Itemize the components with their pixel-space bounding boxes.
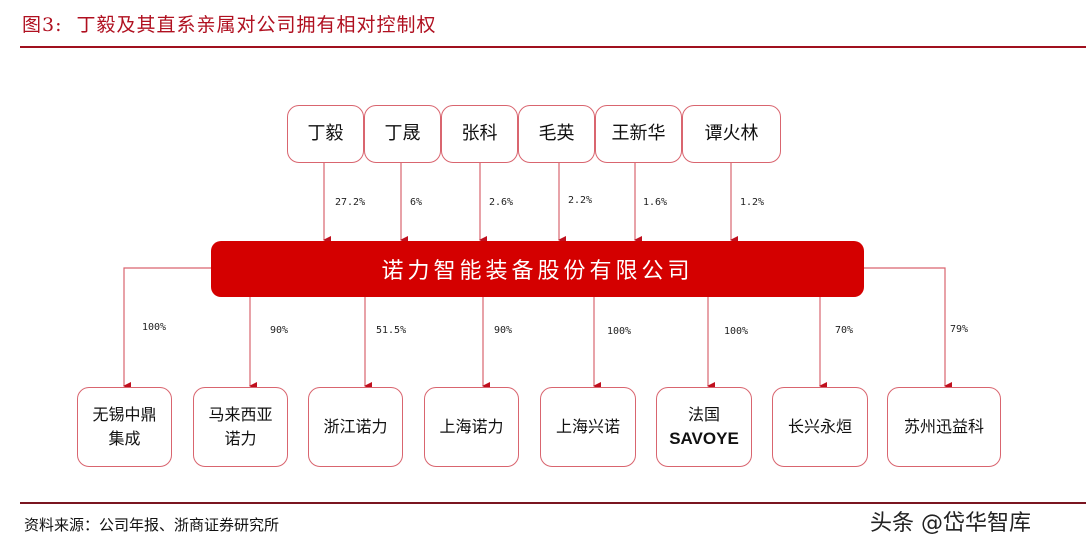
shareholder-name: 王新华 xyxy=(611,123,666,144)
stake-label: 27.2% xyxy=(335,197,366,208)
shareholder-box: 张科 xyxy=(441,105,518,163)
stake-label: 90% xyxy=(494,325,513,336)
stake-label: 1.6% xyxy=(643,197,668,208)
shareholder-name: 毛英 xyxy=(538,123,575,144)
shareholder-box: 谭火林 xyxy=(682,105,781,163)
shareholder-name: 谭火林 xyxy=(704,123,759,144)
subsidiary-name-line1: 苏州迅益科 xyxy=(903,417,984,436)
shareholder-box: 丁毅 xyxy=(287,105,364,163)
company-box: 诺力智能装备股份有限公司 xyxy=(211,241,864,297)
stake-label: 51.5% xyxy=(376,325,407,336)
subsidiary-box: 苏州迅益科 xyxy=(887,387,1001,467)
subsidiary-name-line1: 马来西亚 xyxy=(208,405,273,424)
subsidiary-box: 长兴永烜 xyxy=(772,387,868,467)
shareholder-name: 丁毅 xyxy=(307,123,344,144)
subsidiary-box: 上海兴诺 xyxy=(540,387,636,467)
footer-divider xyxy=(20,502,1086,504)
shareholder-box: 王新华 xyxy=(595,105,682,163)
shareholder-box: 毛英 xyxy=(518,105,595,163)
subsidiary-box: 无锡中鼎集成 xyxy=(77,387,172,467)
figure-title: 图3: 丁毅及其直系亲属对公司拥有相对控制权 xyxy=(22,10,437,37)
subsidiary-name-line2: 诺力 xyxy=(224,429,257,448)
subsidiary-name-line1: 浙江诺力 xyxy=(323,417,388,436)
source-note: 资料来源：公司年报、浙商证券研究所 xyxy=(24,516,280,534)
subsidiary-name-line2: SAVOYE xyxy=(669,429,739,448)
subsidiary-name-line1: 法国 xyxy=(687,405,720,424)
stake-label: 100% xyxy=(607,326,632,337)
stake-label: 79% xyxy=(950,324,969,335)
watermark: 头条 @岱华智库 xyxy=(870,511,1031,536)
stake-label: 100% xyxy=(142,322,167,333)
stake-label: 6% xyxy=(410,197,423,208)
subsidiary-name-line1: 长兴永烜 xyxy=(787,417,852,436)
subsidiary-box: 浙江诺力 xyxy=(308,387,403,467)
stake-label: 70% xyxy=(835,325,854,336)
shareholder-name: 张科 xyxy=(461,123,498,144)
subsidiary-name-line1: 上海诺力 xyxy=(439,417,504,436)
subsidiary-box: 马来西亚诺力 xyxy=(193,387,288,467)
stake-label: 2.2% xyxy=(568,195,593,206)
stake-label: 1.2% xyxy=(740,197,765,208)
title-divider xyxy=(20,46,1086,48)
company-name: 诺力智能装备股份有限公司 xyxy=(381,259,694,284)
stake-label: 100% xyxy=(724,326,749,337)
shareholder-box: 丁晟 xyxy=(364,105,441,163)
subsidiary-name-line2: 集成 xyxy=(108,429,141,448)
subsidiary-box: 法国 SAVOYE xyxy=(656,387,752,467)
stake-label: 90% xyxy=(270,325,289,336)
shareholder-name: 丁晟 xyxy=(384,123,421,144)
figure-title-text: 丁毅及其直系亲属对公司拥有相对控制权 xyxy=(76,14,437,36)
subsidiary-name-line1: 无锡中鼎 xyxy=(92,405,157,424)
subsidiary-name-line1: 上海兴诺 xyxy=(555,417,620,436)
stake-label: 2.6% xyxy=(489,197,514,208)
figure-label: 图3: xyxy=(22,14,63,36)
subsidiary-box: 上海诺力 xyxy=(424,387,519,467)
